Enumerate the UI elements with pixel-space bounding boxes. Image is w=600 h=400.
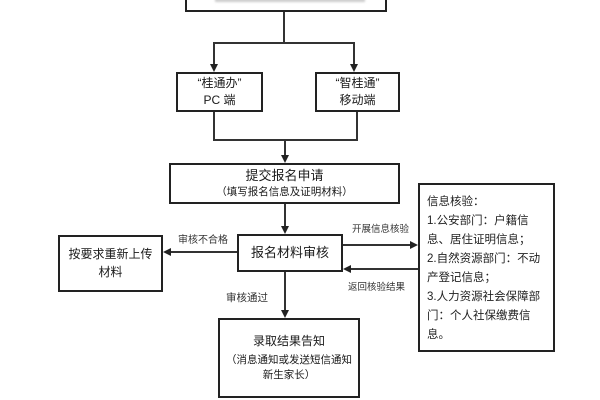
connector-review-pass — [284, 272, 286, 310]
arrowhead-return-to-review — [343, 265, 351, 273]
info-verification-item: 3.人力资源社会保障部门：个人社保缴费信息。 — [427, 291, 541, 341]
admission-result-box: 录取结果告知 （消息通知或发送短信通知 新生家长） — [218, 318, 360, 398]
edge-label-review-pass: 审核通过 — [226, 292, 268, 304]
arrowhead-to-reupload — [163, 248, 171, 256]
submit-application-title: 提交报名申请 — [245, 167, 324, 183]
submit-application-subtitle: （填写报名信息及证明材料） — [216, 186, 353, 199]
connector-to-pc — [213, 42, 215, 64]
admission-result-subtitle-1: （消息通知或发送短信通知 — [226, 354, 352, 367]
mobile-channel-name: “智桂通” — [335, 75, 380, 90]
connector-start-verify — [343, 244, 410, 246]
arrowhead-to-infobox — [410, 241, 418, 249]
admission-result-title: 录取结果告知 — [252, 333, 325, 348]
pc-channel-name: “桂通办” — [197, 75, 242, 90]
top-box-clipped — [185, 0, 387, 12]
admission-result-subtitle-2: 新生家长） — [262, 369, 316, 382]
connector-to-submit — [284, 139, 286, 155]
connector-to-mobile — [353, 42, 355, 64]
info-verification-box: 信息核验： 1.公安部门：户籍信息、居住证明信息； 2.自然资源部门：不动产登记… — [418, 183, 555, 352]
mobile-channel-type: 移动端 — [339, 93, 376, 107]
pc-channel-box: “桂通办” PC 端 — [176, 72, 263, 112]
info-verification-item: 1.公安部门：户籍信息、居住证明信息； — [427, 215, 531, 246]
reupload-line1: 按要求重新上传 — [68, 247, 153, 262]
pc-channel-type: PC 端 — [203, 93, 236, 107]
connector-to-review — [284, 204, 286, 226]
arrowhead-to-submit — [281, 155, 289, 163]
arrowhead-to-mobile — [350, 64, 358, 72]
mobile-channel-box: “智桂通” 移动端 — [315, 72, 400, 112]
submit-application-box: 提交报名申请 （填写报名信息及证明材料） — [169, 163, 400, 204]
connector-pc-down — [213, 112, 215, 139]
edge-label-review-fail: 审核不合格 — [178, 235, 228, 246]
reupload-line2: 材料 — [98, 264, 123, 279]
material-review-label: 报名材料审核 — [250, 244, 329, 260]
reupload-box: 按要求重新上传 材料 — [58, 235, 163, 292]
edge-label-start-verify: 开展信息核验 — [352, 224, 410, 235]
top-box-clipped-text — [215, 0, 365, 2]
edge-label-return-verify: 返回核验结果 — [348, 282, 406, 293]
connector-return-verify — [351, 268, 418, 270]
info-verification-title: 信息核验： — [427, 196, 485, 208]
connector-review-fail — [171, 251, 237, 253]
arrowhead-to-review — [281, 226, 289, 234]
material-review-box: 报名材料审核 — [237, 234, 343, 272]
arrowhead-to-result — [281, 310, 289, 318]
arrowhead-to-pc — [210, 64, 218, 72]
info-verification-item: 2.自然资源部门：不动产登记信息； — [427, 253, 541, 284]
connector-mobile-down — [356, 112, 358, 139]
connector-top-split — [213, 42, 355, 44]
connector-topbox-stem — [283, 12, 285, 42]
